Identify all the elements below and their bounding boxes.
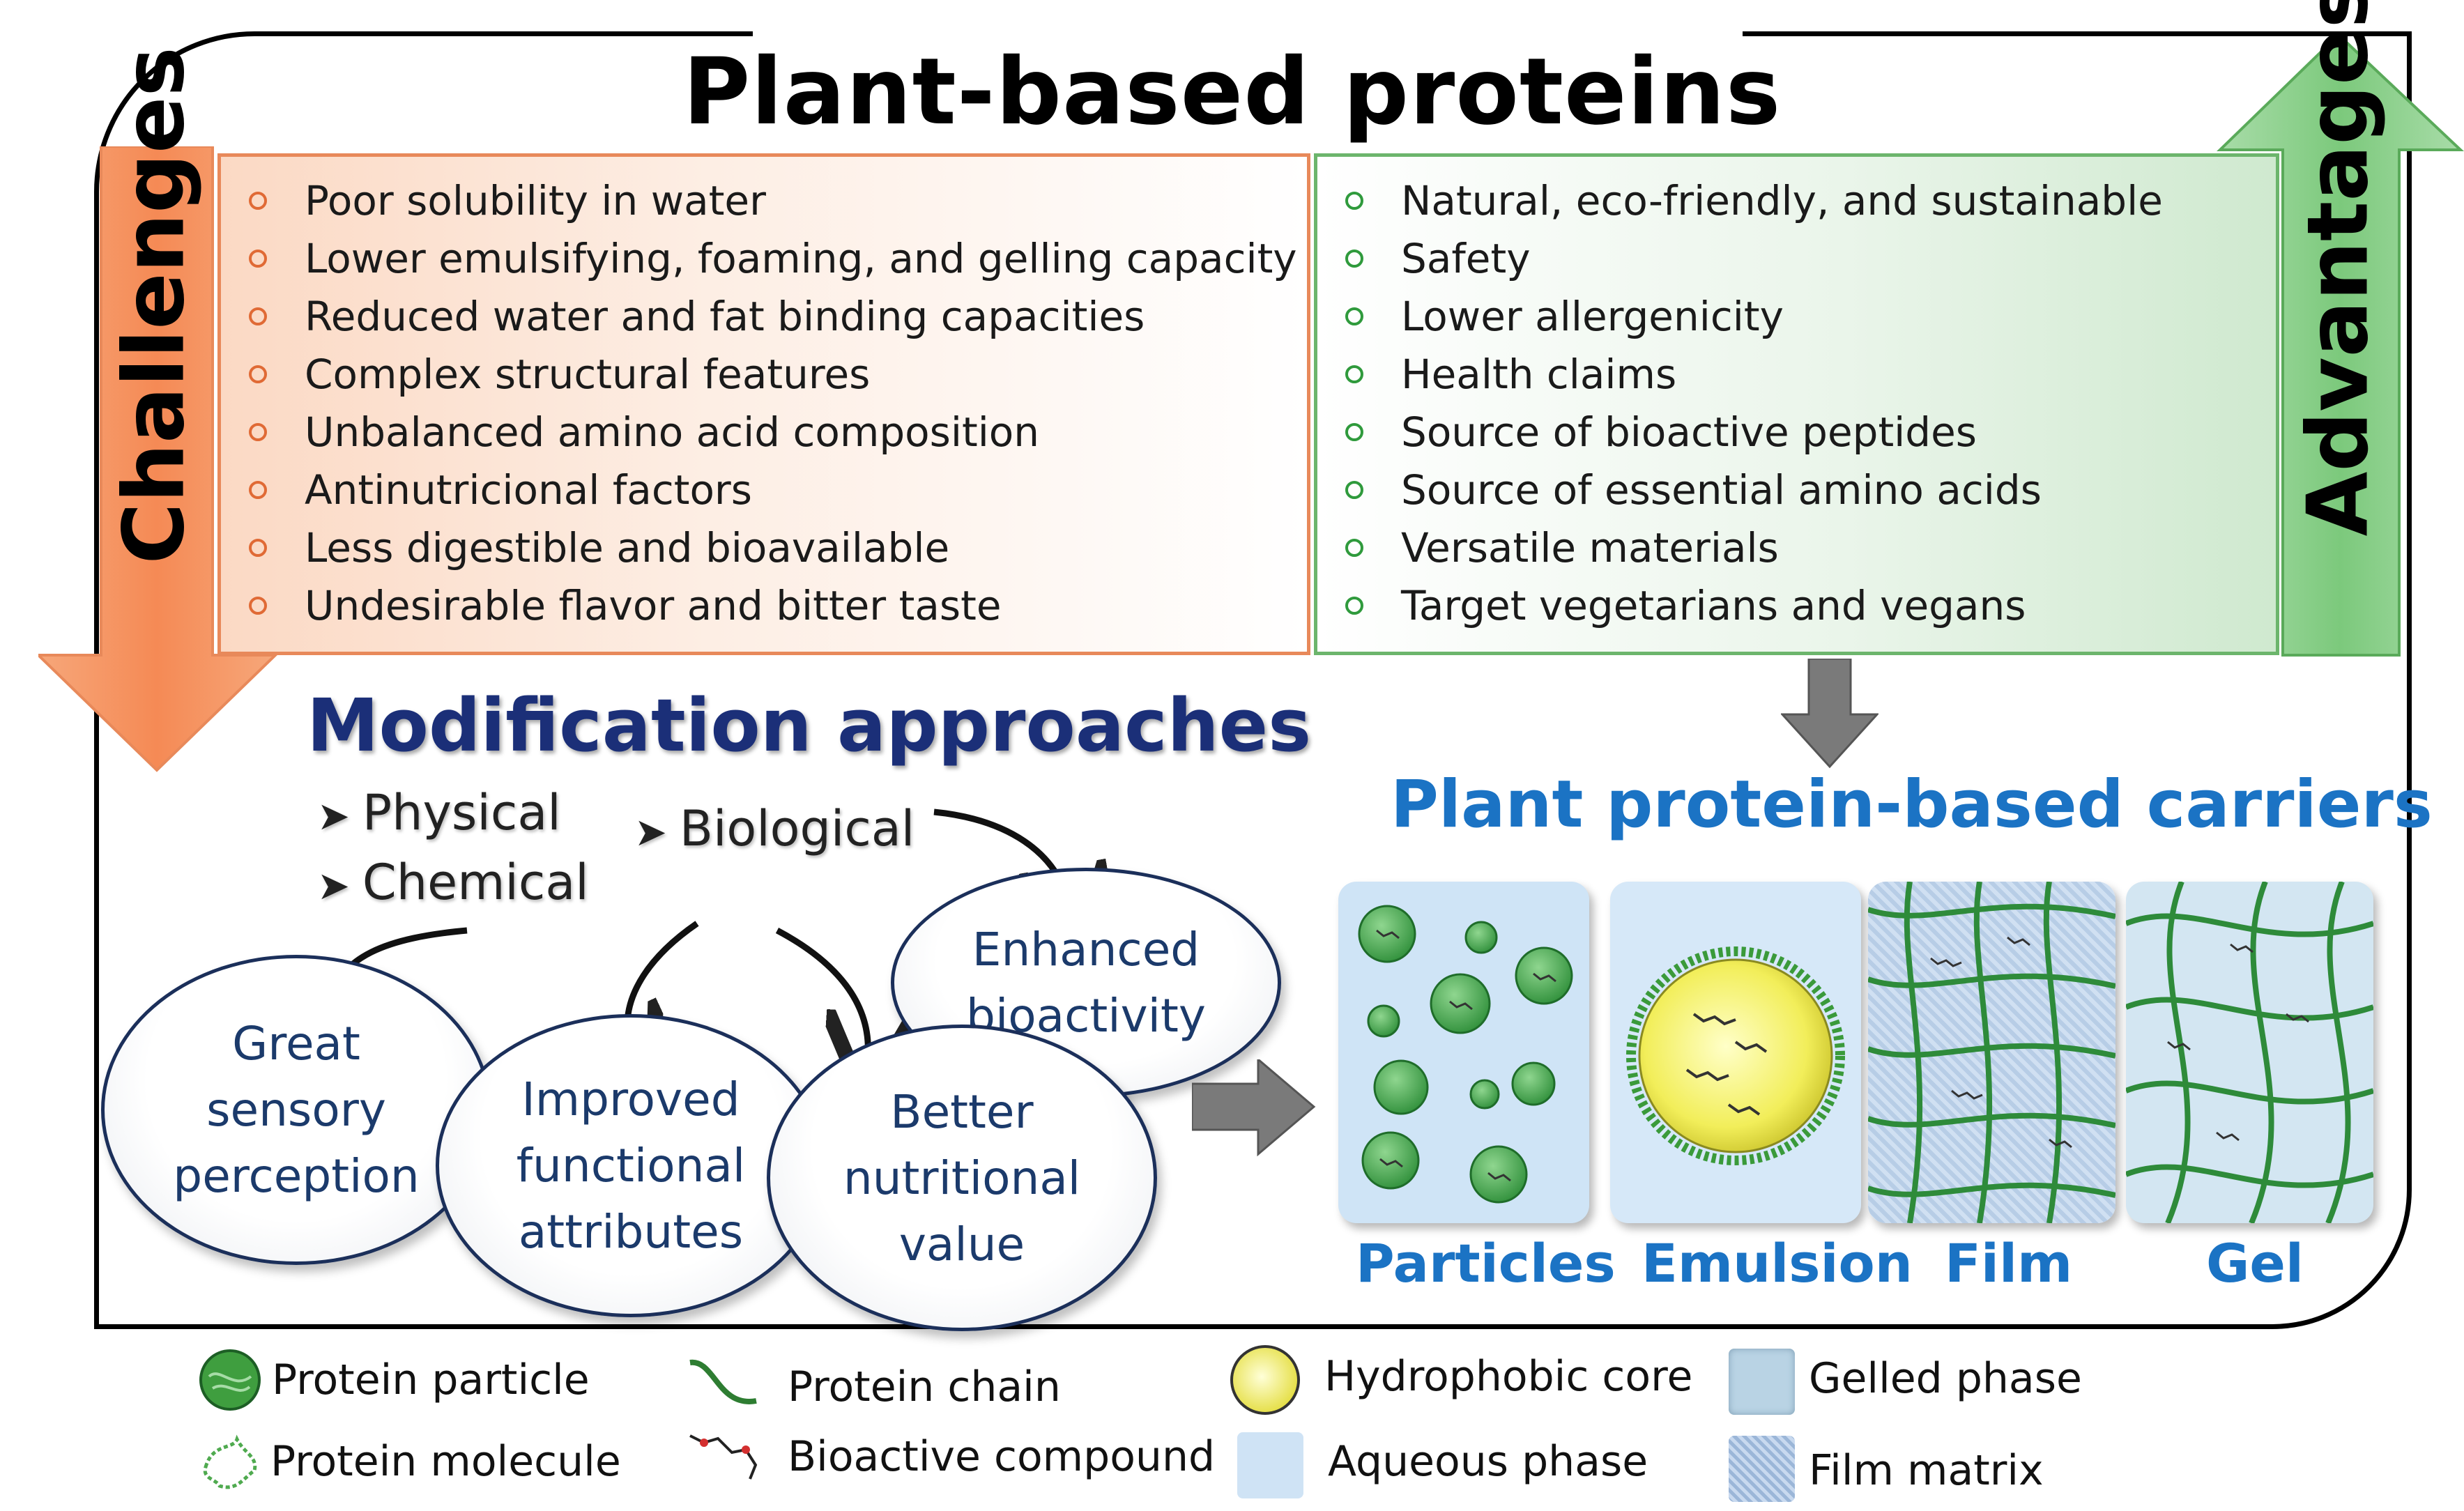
protein-chain-icon: [689, 1359, 757, 1404]
list-item: Health claims: [1345, 346, 2276, 404]
list-item: Antinutricional factors: [249, 461, 1307, 519]
gelled-phase-icon: [1729, 1349, 1795, 1415]
emulsion-icon: [1626, 946, 1845, 1165]
method-biological: ➤Biological: [634, 800, 915, 857]
list-item: Lower emulsifying, foaming, and gelling …: [249, 230, 1307, 288]
bioactive-compound-icon: [689, 1434, 758, 1480]
carrier-particles-tile: [1338, 882, 1589, 1223]
list-item: Poor solubility in water: [249, 172, 1307, 230]
right-arrow-icon: [1192, 1059, 1316, 1157]
legend-bioactive-compound: Bioactive compound: [788, 1432, 1216, 1481]
advantages-label: Advantages: [2290, 0, 2387, 537]
carrier-gel-tile: [2126, 882, 2373, 1223]
list-item: Versatile materials: [1345, 519, 2276, 577]
aqueous-phase-icon: [1237, 1432, 1303, 1498]
list-item: Safety: [1345, 230, 2276, 288]
list-item: Complex structural features: [249, 346, 1307, 404]
carrier-film-tile: [1868, 882, 2115, 1223]
list-item: Unbalanced amino acid composition: [249, 404, 1307, 461]
list-item: Source of bioactive peptides: [1345, 404, 2276, 461]
outcome-sensory: Great sensory perception: [101, 955, 491, 1265]
list-item: Undesirable flavor and bitter taste: [249, 577, 1307, 635]
gel-icon: [2126, 882, 2373, 1223]
advantages-panel: Natural, eco-friendly, and sustainable S…: [1314, 153, 2279, 655]
advantages-arrow-icon: [2217, 33, 2464, 657]
film-matrix-icon: [1729, 1436, 1795, 1502]
protein-molecule-icon: [203, 1434, 257, 1489]
challenges-label: Challenges: [106, 47, 204, 565]
protein-particle-icon: [199, 1349, 261, 1411]
legend-protein-particle: Protein particle: [272, 1356, 590, 1404]
legend-protein-molecule: Protein molecule: [270, 1437, 621, 1486]
page-title: Plant-based proteins: [682, 38, 1782, 146]
carrier-label-film: Film: [1945, 1232, 2073, 1294]
carrier-label-particles: Particles: [1356, 1232, 1616, 1294]
method-chemical: ➤Chemical: [317, 854, 589, 911]
list-item: Reduced water and fat binding capacities: [249, 288, 1307, 346]
particles-icon: [1358, 905, 1573, 1204]
list-item: Lower allergenicity: [1345, 288, 2276, 346]
list-item: Target vegetarians and vegans: [1345, 577, 2276, 635]
carrier-label-gel: Gel: [2206, 1232, 2304, 1294]
title-mask: [753, 21, 1743, 49]
outcome-functional: Improved functional attributes: [436, 1014, 826, 1317]
challenges-arrow-icon: [38, 146, 279, 772]
method-physical: ➤Physical: [317, 784, 561, 841]
modification-title: Modification approaches: [307, 683, 1312, 768]
carrier-emulsion-tile: [1610, 882, 1861, 1223]
legend-aqueous-phase: Aqueous phase: [1328, 1437, 1648, 1486]
down-arrow-icon: [1781, 659, 1878, 769]
legend-hydrophobic-core: Hydrophobic core: [1324, 1352, 1693, 1401]
list-item: Less digestible and bioavailable: [249, 519, 1307, 577]
list-item: Natural, eco-friendly, and sustainable: [1345, 172, 2276, 230]
hydrophobic-core-icon: [1230, 1345, 1300, 1415]
legend-film-matrix: Film matrix: [1809, 1446, 2044, 1495]
film-icon: [1868, 882, 2115, 1223]
challenges-panel: Poor solubility in water Lower emulsifyi…: [217, 153, 1310, 655]
list-item: Source of essential amino acids: [1345, 461, 2276, 519]
legend-gelled-phase: Gelled phase: [1809, 1354, 2082, 1403]
legend-protein-chain: Protein chain: [788, 1363, 1061, 1411]
carriers-title: Plant protein-based carriers: [1391, 767, 2433, 843]
outcome-nutritional: Better nutritional value: [767, 1025, 1157, 1331]
carrier-label-emulsion: Emulsion: [1642, 1232, 1913, 1294]
